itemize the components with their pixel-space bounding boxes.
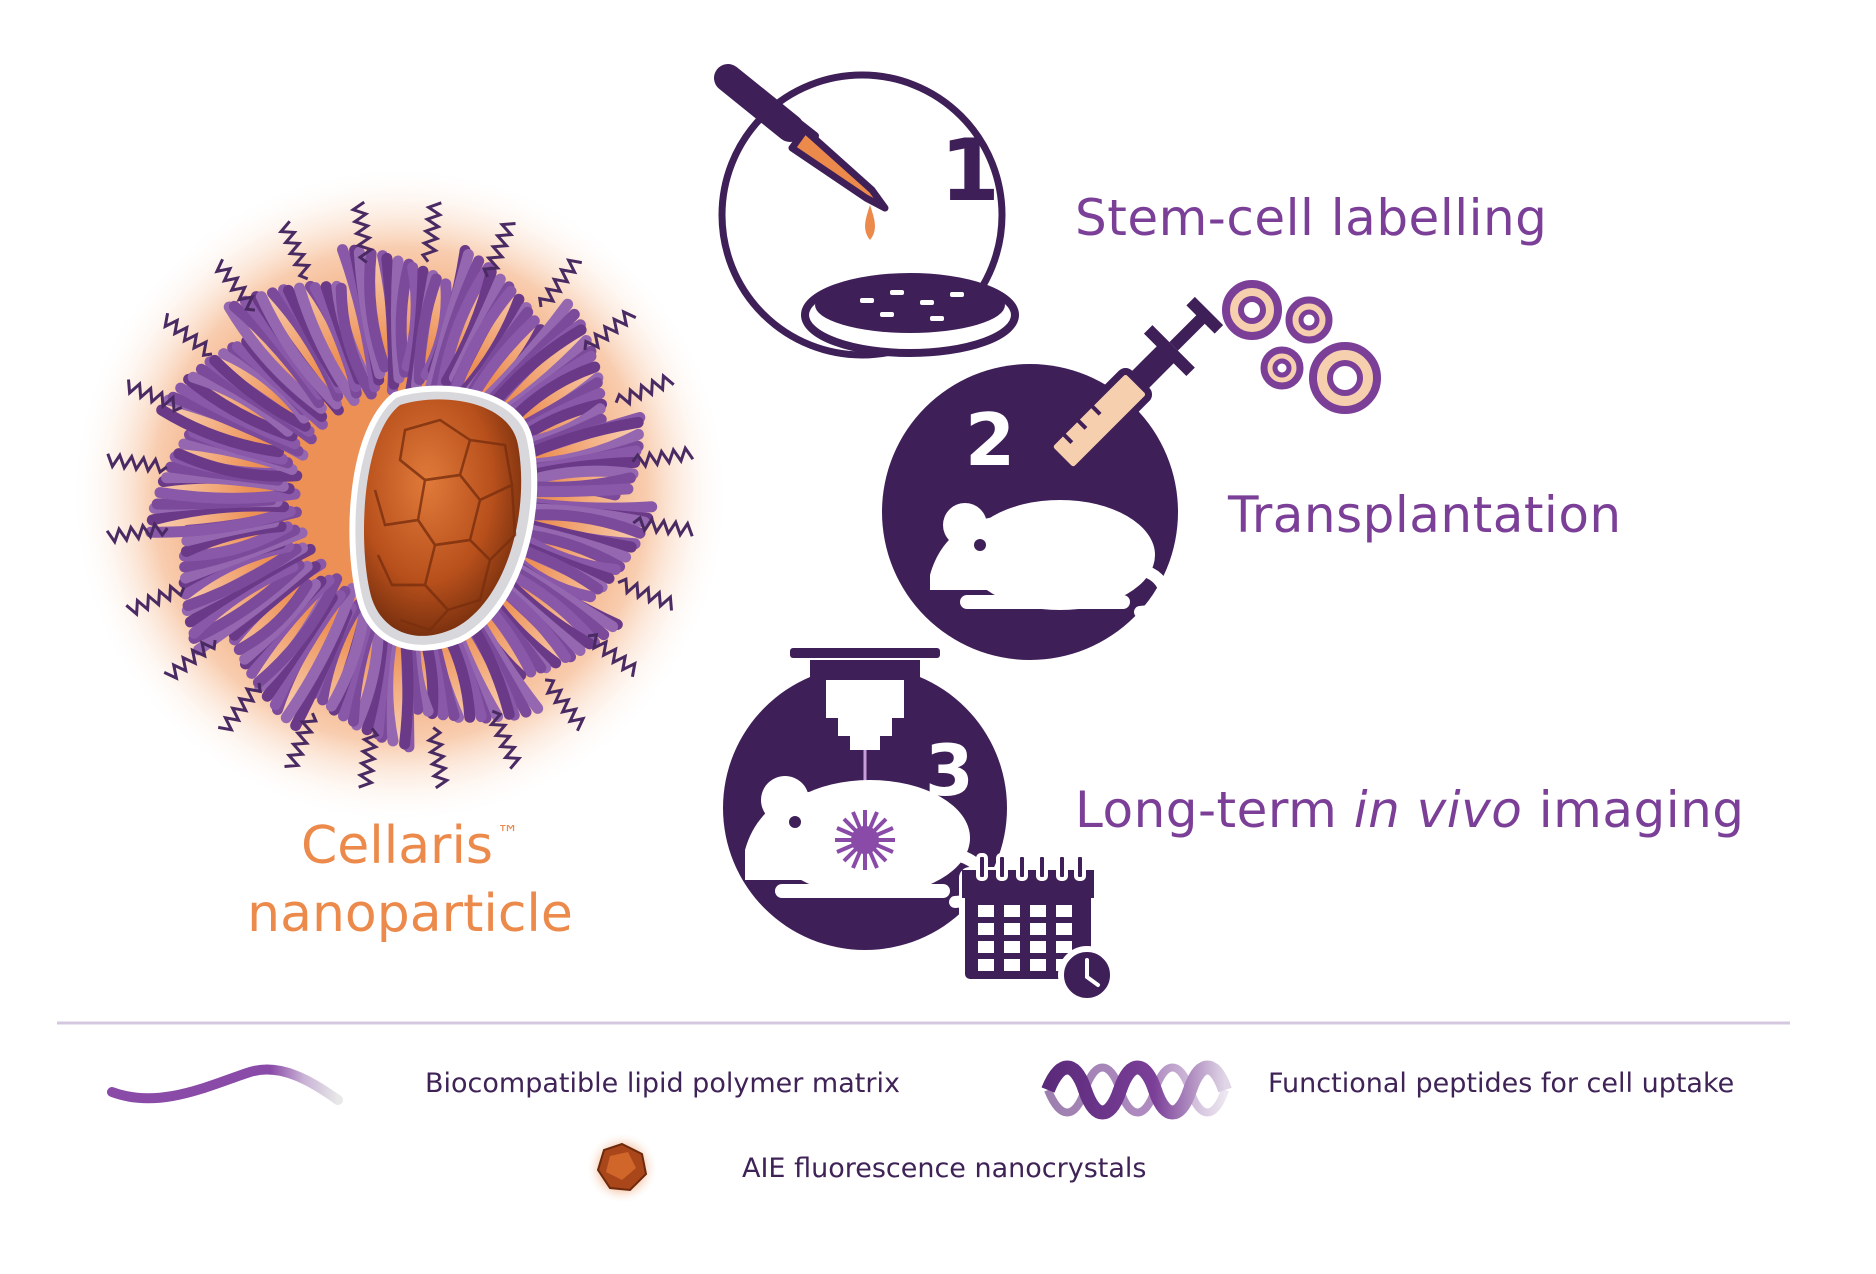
legend-item-nanocrystals: AIE fluorescence nanocrystals — [742, 1153, 1147, 1184]
lipid-strand — [209, 354, 311, 432]
lipid-strand — [436, 262, 494, 392]
calendar-day — [1030, 959, 1046, 971]
calendar-day — [1056, 905, 1072, 917]
peptide-helix — [349, 200, 375, 264]
crystal-facets — [373, 418, 517, 632]
step-3-icon: 3 — [723, 648, 1116, 1004]
peptide-helix — [632, 515, 694, 539]
step-1-number: 1 — [940, 121, 1000, 221]
lipid-strand — [156, 404, 284, 458]
peptide-helix — [163, 639, 217, 681]
nanocrystal-core — [363, 399, 522, 636]
lipid-strand — [255, 291, 342, 410]
peptide-helices — [105, 200, 695, 790]
peptide-helix — [214, 258, 256, 312]
mouse-icon — [930, 500, 1171, 618]
lipid-strand — [179, 521, 293, 562]
lipid-strand — [223, 301, 327, 414]
calendar-day — [1004, 923, 1020, 935]
lipid-strand — [183, 373, 298, 442]
calendar-icon — [959, 853, 1097, 985]
calendar-day — [978, 923, 994, 935]
step-3-title-italic: in vivo — [1353, 781, 1523, 839]
petri-dish-icon — [801, 273, 1019, 357]
peptide-helix — [125, 583, 186, 618]
legend-item-peptides: Functional peptides for cell uptake — [1268, 1068, 1735, 1099]
peptide-helix — [631, 444, 695, 470]
peptide-helix — [614, 372, 675, 407]
step-3-title-suffix: imaging — [1522, 781, 1745, 839]
lipid-strand — [252, 573, 343, 688]
peptide-helix — [106, 451, 168, 475]
peptide-helix — [488, 709, 523, 770]
lipid-strand — [413, 273, 442, 386]
dropper-icon — [714, 64, 889, 240]
lipid-strand — [173, 448, 303, 482]
lipid-strand — [188, 559, 305, 644]
peptide-helix — [617, 576, 673, 611]
peptide-helix — [105, 520, 169, 546]
peptide-helix — [481, 222, 516, 278]
step-1-title: Stem-cell labelling — [1075, 189, 1548, 247]
calendar-day — [1030, 941, 1046, 953]
lipid-strand — [447, 285, 517, 403]
lipid-strand — [182, 543, 302, 611]
lipid-strand — [523, 483, 634, 498]
syringe-icon — [1019, 296, 1224, 501]
calendar-day — [1004, 905, 1020, 917]
fluorescence-burst-icon — [835, 810, 895, 870]
lipid-strand — [521, 509, 646, 539]
step-3-title-prefix: Long-term — [1075, 781, 1354, 839]
peptide-helix — [163, 312, 213, 357]
step-2-title: Transplantation — [1228, 486, 1622, 544]
peptide-helix — [538, 258, 583, 308]
peptide-helix — [217, 682, 262, 732]
peptide-helix — [420, 201, 444, 263]
peptide-helix — [583, 309, 637, 351]
particle-subtitle: nanoparticle — [247, 884, 573, 944]
step-3-title: Long-term in vivo imaging — [1075, 785, 1745, 835]
calendar-day — [1056, 923, 1072, 935]
legend-item-lipid-matrix: Biocompatible lipid polymer matrix — [425, 1068, 900, 1099]
calendar-day — [1004, 959, 1020, 971]
peptide-helix — [425, 726, 451, 790]
lipid-strand — [294, 282, 360, 406]
lipid-strand-icon — [107, 1064, 343, 1105]
calendar-day — [978, 905, 994, 917]
calendar-day — [1056, 941, 1072, 953]
peptide-helix — [127, 379, 183, 414]
lipid-strand — [335, 282, 377, 400]
peptide-helix — [284, 712, 319, 768]
lipid-strand — [145, 505, 296, 538]
step-2-icon: 2 — [882, 280, 1381, 660]
peptide-helix-icon — [1041, 1060, 1232, 1120]
lipid-strand — [364, 248, 391, 373]
lipid-strand — [280, 583, 358, 724]
step-2-number: 2 — [965, 398, 1015, 482]
drop-icon — [865, 205, 875, 240]
microscope-objective — [826, 680, 904, 750]
peptide-helix — [544, 678, 586, 732]
peptide-helix — [587, 633, 637, 678]
lipid-strand — [233, 578, 313, 656]
peptide-helix — [277, 220, 312, 281]
peptide-helix — [356, 727, 380, 789]
calendar-day — [1004, 941, 1020, 953]
step-1-icon: 1 — [714, 64, 1019, 359]
microscope-icon — [790, 648, 940, 680]
calendar-day — [1030, 923, 1046, 935]
cells-icon — [1222, 280, 1381, 414]
calendar-day — [1030, 905, 1046, 917]
nanoparticle-illustration — [70, 165, 730, 825]
calendar-day — [978, 959, 994, 971]
particle-name-text: Cellaris — [301, 816, 493, 876]
nanocrystal-icon — [586, 1132, 658, 1204]
trademark-symbol: ™ — [496, 822, 519, 847]
clock-icon — [1058, 946, 1116, 1004]
calendar-day — [978, 941, 994, 953]
lipid-strand — [154, 487, 301, 504]
